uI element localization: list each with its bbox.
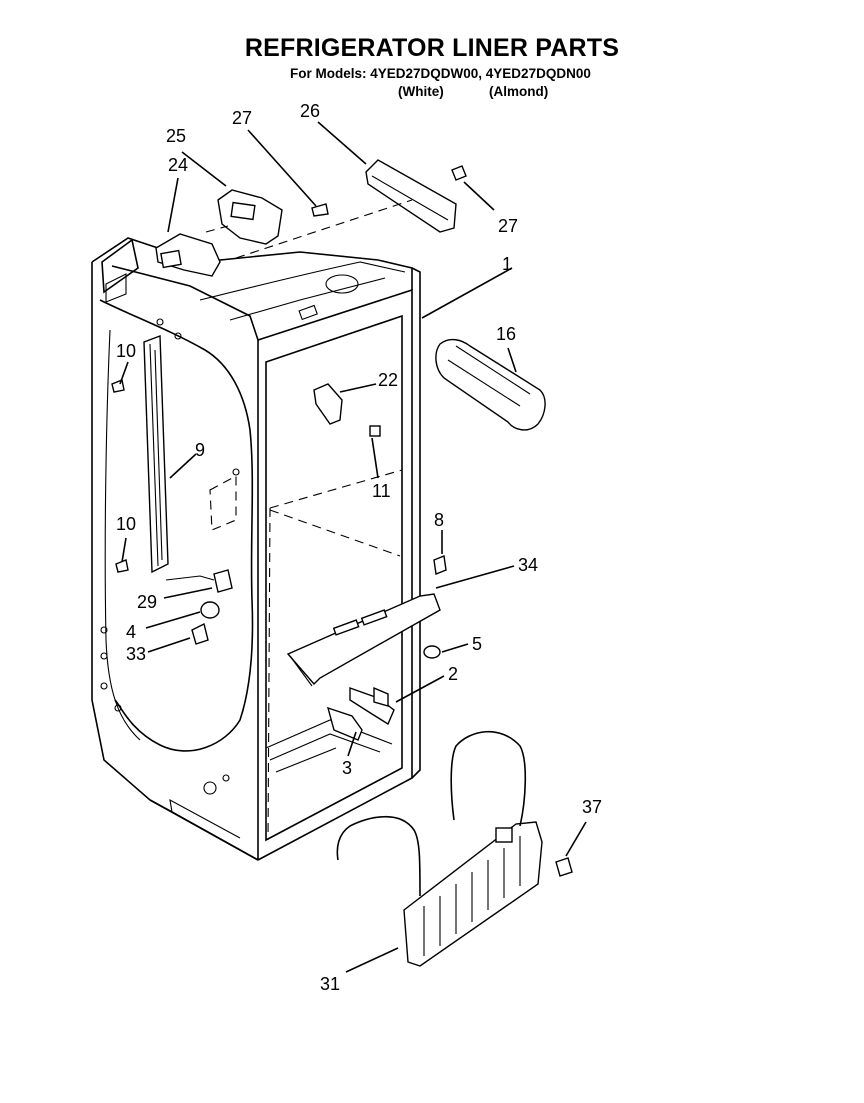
callout-labels: 1 2 3 4 5 8 9 10 10 11 16 22 24 25 26 27… (116, 101, 602, 994)
bracket-parts-2-3 (326, 686, 395, 741)
bracket-part-22 (313, 383, 381, 437)
callout-11: 11 (372, 481, 391, 501)
rail-part-9 (143, 335, 169, 574)
page-title: REFRIGERATOR LINER PARTS (244, 34, 620, 62)
callout-8: 8 (434, 510, 444, 530)
callout-27-right: 27 (498, 216, 518, 236)
callout-4: 4 (126, 622, 136, 642)
callout-22: 22 (378, 370, 398, 390)
callout-3: 3 (342, 758, 352, 778)
liner-cabinet (91, 237, 421, 861)
leader-lines (119, 121, 587, 973)
housing-parts-24-25 (155, 189, 283, 277)
callout-25: 25 (166, 126, 186, 146)
variant-almond: (Almond) (489, 84, 549, 99)
cover-part-16 (435, 338, 546, 431)
callout-5: 5 (472, 634, 482, 654)
cover-part-34 (286, 593, 441, 687)
callout-34: 34 (518, 555, 538, 575)
callout-1: 1 (502, 254, 512, 274)
callout-24: 24 (168, 155, 188, 175)
callout-33: 33 (126, 644, 146, 664)
callout-26: 26 (300, 101, 320, 121)
callout-9: 9 (195, 440, 205, 460)
callout-27-left: 27 (232, 108, 252, 128)
callout-37: 37 (582, 797, 602, 817)
callout-16: 16 (496, 324, 516, 344)
callout-2: 2 (448, 664, 458, 684)
hardware (111, 165, 573, 877)
callout-29: 29 (137, 592, 157, 612)
callout-10-lower: 10 (116, 514, 136, 534)
models-subtitle: For Models: 4YED27DQDW00, 4YED27DQDN00 (290, 66, 591, 81)
variant-white: (White) (398, 84, 444, 99)
callout-10-upper: 10 (116, 341, 136, 361)
heater-part-31 (336, 730, 543, 967)
callout-31: 31 (320, 974, 340, 994)
track-part-26 (235, 159, 457, 259)
